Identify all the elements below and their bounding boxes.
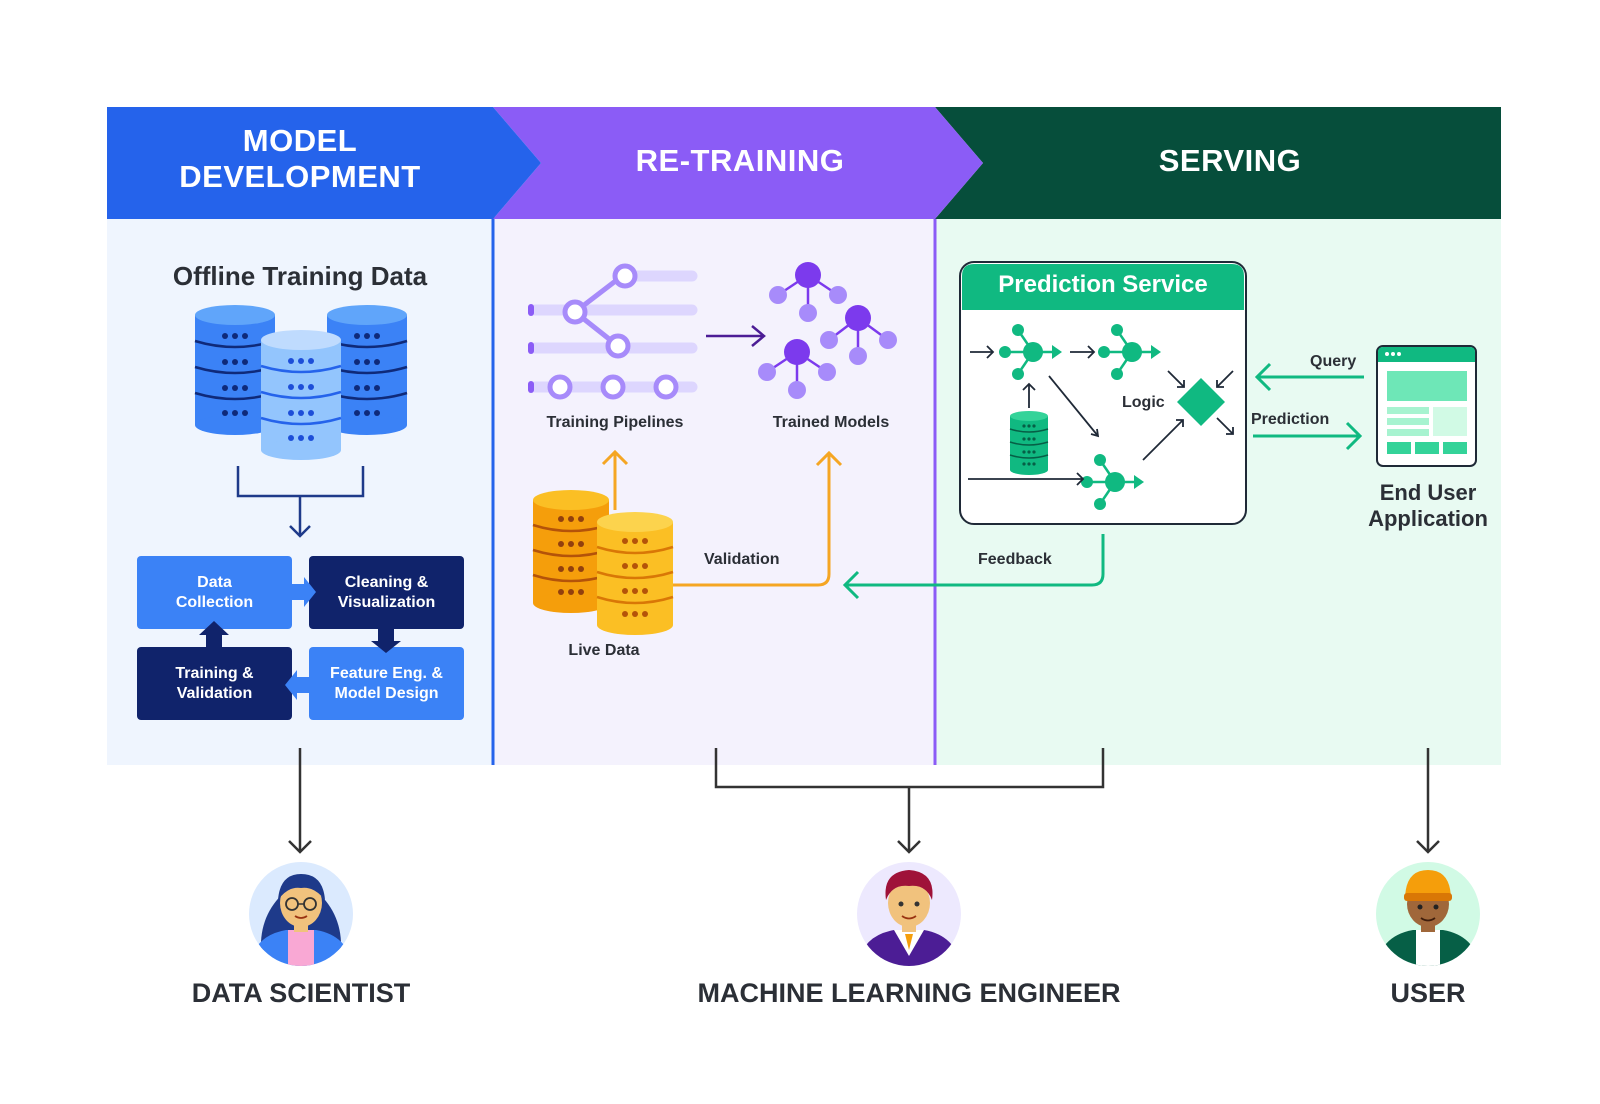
service-database-icon <box>1009 411 1049 475</box>
cycle-arrow-up <box>199 621 229 647</box>
feature-eng-line2: Model Design <box>334 685 439 702</box>
cleaning-line2: Visualization <box>337 594 436 611</box>
training-pipelines-icon <box>528 263 698 400</box>
live-data-label: Live Data <box>568 642 640 659</box>
serving-header <box>935 107 1501 219</box>
training-box <box>137 647 292 720</box>
trained-models-icon <box>758 262 897 399</box>
live-data-arrows <box>601 449 843 587</box>
live-data-icon <box>532 490 674 635</box>
training-line1: Training & <box>175 665 254 682</box>
end-user-line1: End User <box>1379 480 1477 505</box>
user-label: USER <box>1390 978 1466 1008</box>
training-label: Training & Validation <box>137 664 292 704</box>
model-development-header <box>107 107 541 219</box>
cycle-arrow-down <box>371 629 401 653</box>
data-collection-line2: Collection <box>175 594 254 611</box>
data-scientist-avatar <box>249 862 353 966</box>
ml-engineer-avatar <box>857 862 961 966</box>
ml-engineer-label: MACHINE LEARNING ENGINEER <box>697 978 1121 1008</box>
cleaning-label: Cleaning & Visualization <box>309 573 464 613</box>
cleaning-line1: Cleaning & <box>344 574 429 591</box>
serving-title: SERVING <box>1158 143 1302 178</box>
end-user-line2: Application <box>1368 506 1488 531</box>
data-collection-box <box>137 556 292 629</box>
prediction-label: Prediction <box>1251 411 1330 428</box>
feature-eng-line1: Feature Eng. & <box>330 665 443 682</box>
logic-diamond <box>1177 378 1225 426</box>
retraining-header <box>493 107 983 219</box>
user-avatar <box>1376 862 1480 966</box>
cycle-arrow-right <box>292 577 316 607</box>
data-scientist-label: DATA SCIENTIST <box>191 978 411 1008</box>
trained-models-label: Trained Models <box>772 414 890 431</box>
query-prediction-arrows <box>1253 362 1364 451</box>
query-label: Query <box>1310 353 1357 370</box>
feedback-arrow <box>842 534 1105 600</box>
prediction-service-header <box>962 264 1244 310</box>
prediction-service-flow <box>968 324 1234 510</box>
model-development-title-line1: MODEL <box>242 123 358 158</box>
retraining-panel <box>493 215 935 765</box>
feature-eng-box <box>309 647 464 720</box>
data-collection-line1: Data <box>197 574 232 591</box>
feature-eng-label: Feature Eng. & Model Design <box>309 664 464 704</box>
cleaning-box <box>309 556 464 629</box>
feedback-label: Feedback <box>978 551 1052 568</box>
offline-training-data-title: Offline Training Data <box>172 261 428 291</box>
training-line2: Validation <box>176 685 253 702</box>
offline-database-icon <box>194 305 408 460</box>
retraining-title: RE-TRAINING <box>635 143 845 178</box>
training-pipelines-label: Training Pipelines <box>546 414 684 431</box>
model-development-title: MODEL DEVELOPMENT <box>107 123 493 195</box>
end-user-application-label: End User Application <box>1343 480 1513 532</box>
model-development-title-line2: DEVELOPMENT <box>179 159 421 194</box>
data-collection-label: Data Collection <box>137 573 292 613</box>
prediction-service-title: Prediction Service <box>998 271 1208 298</box>
end-user-application-icon <box>1376 345 1477 467</box>
cycle-arrow-left <box>285 670 309 700</box>
validation-label: Validation <box>704 551 780 568</box>
role-connectors <box>288 748 1440 854</box>
logic-label: Logic <box>1122 394 1165 411</box>
